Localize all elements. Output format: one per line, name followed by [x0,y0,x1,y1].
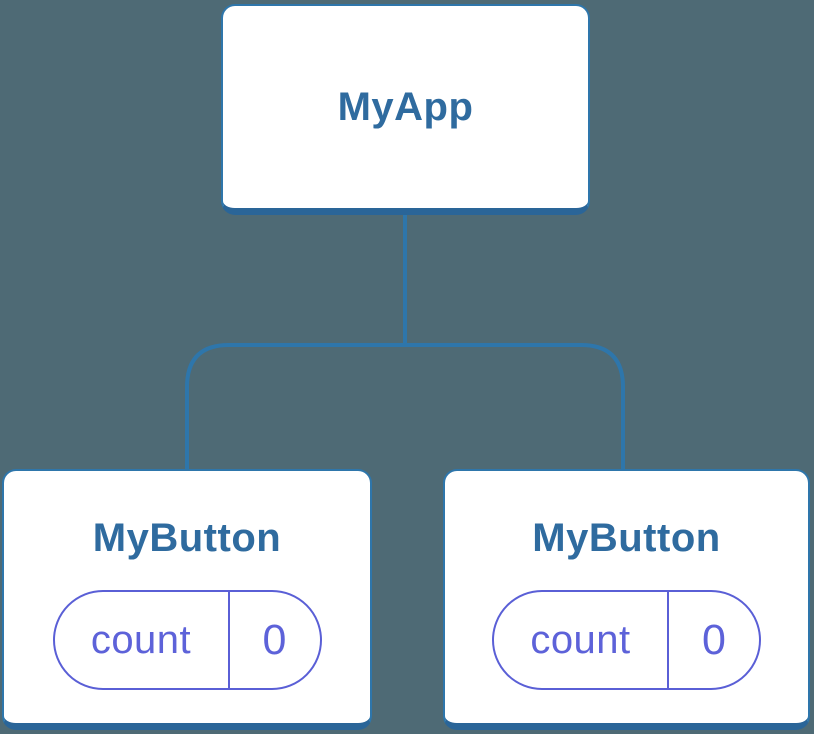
state-value: 0 [702,615,726,664]
state-value: 0 [262,615,287,664]
component-node-root: MyApp [221,4,590,215]
component-label: MyApp [337,85,474,129]
component-node-child-1: MyButton count 0 [2,469,372,730]
state-name-cell: count [55,592,230,688]
state-name: count [90,617,192,662]
connector-branch [185,343,625,469]
state-name: count [530,617,631,662]
component-node-child-2: MyButton count 0 [443,469,810,730]
component-label: MyButton [532,516,721,560]
state-pill: count 0 [52,590,322,690]
state-pill: count 0 [492,590,761,690]
state-value-cell: 0 [669,592,759,688]
state-value-cell: 0 [230,592,320,688]
state-name-cell: count [494,592,669,688]
component-label: MyButton [92,516,282,560]
